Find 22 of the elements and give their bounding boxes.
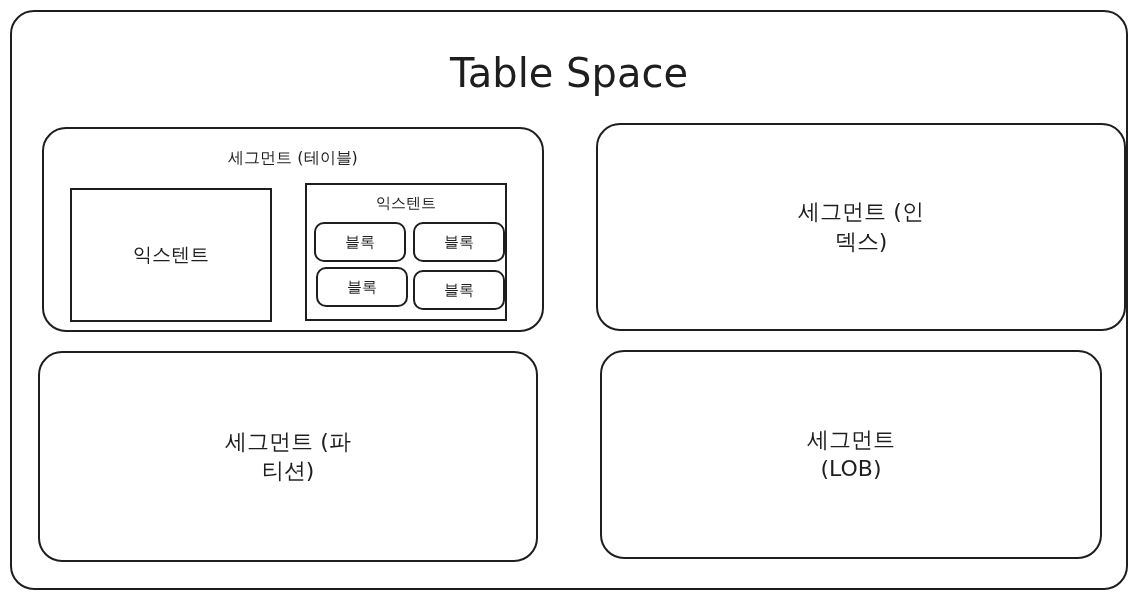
tablespace-panel bbox=[10, 10, 1128, 590]
block-box bbox=[413, 222, 505, 262]
extent-label: 익스텐트 bbox=[376, 193, 436, 214]
segment-box bbox=[600, 350, 1102, 559]
segment-label: 세그먼트 (LOB) bbox=[806, 425, 896, 484]
segment-box bbox=[596, 123, 1126, 331]
extent-box bbox=[70, 188, 272, 322]
block-label: 블록 bbox=[444, 231, 474, 253]
segment-box bbox=[42, 127, 544, 332]
block-box bbox=[314, 222, 406, 262]
block-label: 블록 bbox=[345, 231, 375, 253]
block-box bbox=[316, 267, 408, 307]
segment-label: 세그먼트 (인덱스) bbox=[797, 198, 925, 256]
segment-label: 세그먼트 (테이블) bbox=[228, 147, 358, 169]
title-text: Table Space bbox=[449, 49, 688, 98]
extent-box bbox=[305, 183, 507, 321]
segment-box bbox=[38, 351, 538, 562]
block-box bbox=[413, 270, 505, 310]
block-label: 블록 bbox=[444, 279, 474, 301]
extent-label: 익스텐트 bbox=[133, 242, 209, 268]
block-label: 블록 bbox=[347, 276, 377, 298]
segment-label: 세그먼트 (파티션) bbox=[224, 427, 352, 486]
